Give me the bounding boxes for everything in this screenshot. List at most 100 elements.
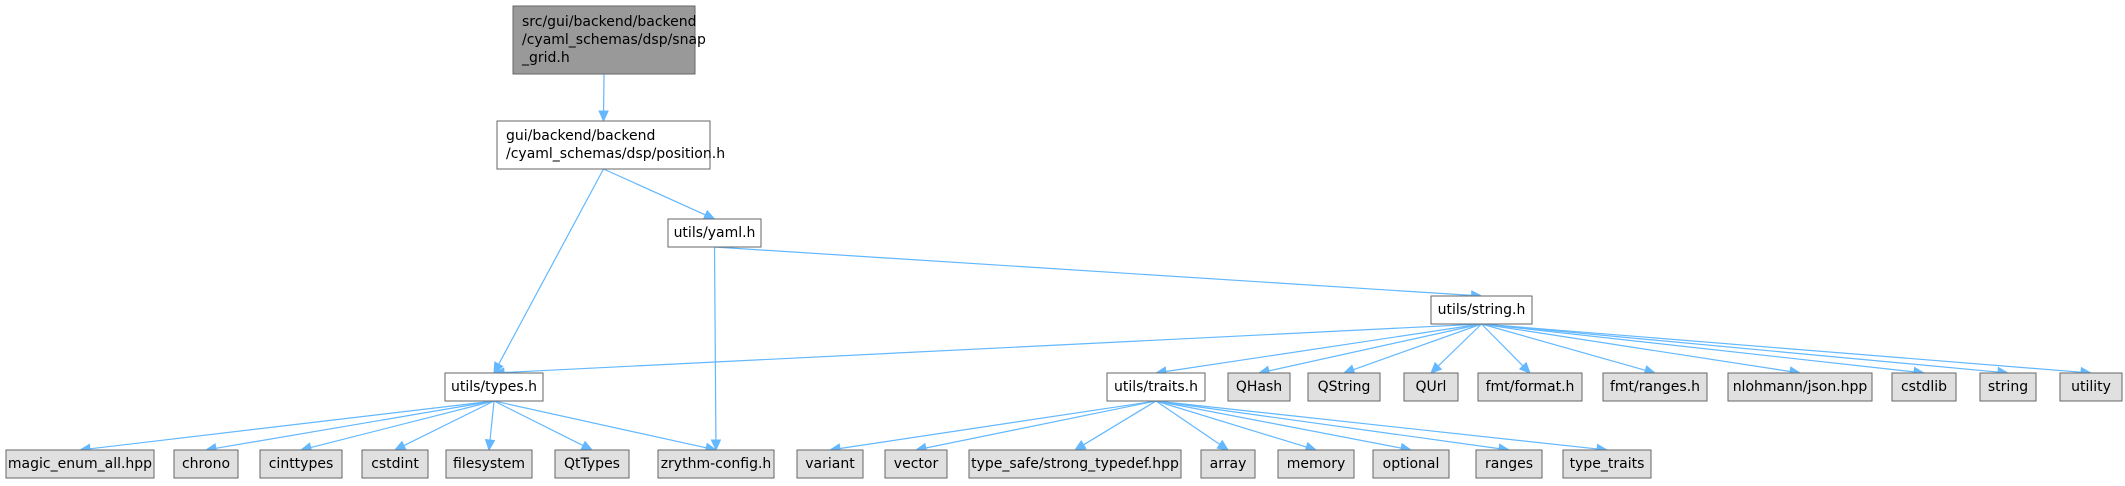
node-label-line: utils/string.h (1438, 302, 1526, 318)
node-string-std: string (1979, 372, 2037, 402)
edge-line (603, 168, 706, 216)
node-label-line: memory (1287, 456, 1346, 472)
edge-line (1268, 323, 1482, 372)
node-label-line: optional (1383, 456, 1440, 472)
node-cstdint: cstdint (361, 449, 429, 479)
node-filesystem: filesystem (445, 449, 533, 479)
node-label-line: QUrl (1416, 379, 1447, 395)
edge-line (1481, 323, 1999, 373)
node-label-line: chrono (182, 456, 230, 472)
edge-line (310, 400, 495, 449)
node-label-line: variant (805, 456, 855, 472)
edge-snap_grid-to-position (598, 73, 609, 123)
node-label-line: type_traits (1570, 456, 1645, 472)
edge-string-to-cstdlib (1481, 323, 1926, 378)
node-box (554, 449, 630, 479)
node-label-line: cstdlib (1901, 379, 1947, 395)
edge-line (1155, 400, 1307, 448)
edge-line (493, 400, 584, 447)
edge-types-to-zrythm_config (493, 400, 718, 453)
edge-types-to-qttypes (493, 400, 594, 451)
edge-arrowhead (484, 439, 496, 452)
node-label-line: cstdint (371, 456, 419, 472)
edge-yaml-to-zrythm_config (710, 246, 722, 452)
node-label-line: src/gui/backend/backend (522, 14, 697, 30)
edge-arrowhead (493, 361, 504, 375)
node-box (496, 120, 711, 170)
node-ranges: ranges (1475, 449, 1543, 479)
node-box (1602, 372, 1708, 402)
node-label-line: gui/backend/backend (506, 128, 655, 144)
node-position[interactable]: gui/backend/backend/cyaml_schemas/dsp/po… (496, 120, 725, 170)
node-string[interactable]: utils/string.h (1430, 295, 1533, 325)
node-label-line: QString (1318, 379, 1371, 395)
edge-line (1481, 323, 2082, 373)
node-box (1562, 449, 1652, 479)
node-label-line: array (1210, 456, 1247, 472)
node-qttypes: QtTypes (554, 449, 630, 479)
edge-line (1083, 400, 1157, 446)
edge-line (1165, 323, 1482, 373)
edge-line (714, 246, 1472, 296)
edge-arrowhead (393, 440, 407, 451)
node-magic-enum: magic_enum_all.hpp (5, 449, 155, 479)
node-snap-grid[interactable]: src/gui/backend/backend/cyaml_schemas/ds… (512, 5, 706, 75)
edge-line (1481, 323, 1646, 371)
edge-traits-to-ranges (1155, 400, 1511, 454)
node-box (259, 449, 343, 479)
node-box (173, 449, 239, 479)
node-label-line: vector (894, 456, 939, 472)
edge-types-to-magic_enum (78, 400, 495, 455)
node-yaml[interactable]: utils/yaml.h (667, 218, 762, 248)
node-box (1891, 372, 1957, 402)
edge-line (1481, 323, 1791, 373)
dependency-nodes: src/gui/backend/backend/cyaml_schemas/ds… (5, 5, 2123, 479)
node-box (361, 449, 429, 479)
node-traits[interactable]: utils/traits.h (1106, 372, 1206, 402)
edge-line (498, 168, 605, 365)
edge-arrowhead (580, 440, 594, 451)
edge-string-to-qurl (1430, 323, 1482, 374)
node-label-line: magic_enum_all.hpp (8, 456, 152, 472)
edge-line (1481, 323, 1524, 367)
edge-string-to-fmt_ranges (1481, 323, 1657, 376)
node-zrythm-config: zrythm-config.h (657, 449, 775, 479)
node-box (1200, 449, 1256, 479)
edge-string-to-fmt_format (1481, 323, 1531, 374)
node-box (1372, 449, 1450, 479)
edge-line (713, 246, 717, 441)
edge-line (839, 400, 1157, 450)
edge-string-to-string_std (1481, 323, 2010, 378)
edge-string-to-types (492, 323, 1482, 378)
node-optional: optional (1372, 449, 1450, 479)
edge-line (1481, 323, 1915, 373)
node-box (512, 5, 696, 75)
node-box (1106, 372, 1206, 402)
node-qurl: QUrl (1403, 372, 1459, 402)
edge-string-to-json (1481, 323, 1802, 377)
node-box (968, 449, 1182, 479)
node-box (444, 372, 544, 402)
node-box (1307, 372, 1381, 402)
edge-yaml-to-string (714, 246, 1483, 301)
node-box (5, 449, 155, 479)
edge-line (215, 400, 495, 449)
edge-string-to-qhash (1257, 323, 1482, 376)
edge-position-to-yaml (603, 168, 716, 220)
node-array: array (1200, 449, 1256, 479)
node-label-line: ranges (1485, 456, 1533, 472)
node-label-line: nlohmann/json.hpp (1733, 379, 1868, 395)
node-cinttypes: cinttypes (259, 449, 343, 479)
edge-line (89, 400, 495, 450)
edge-traits-to-memory (1155, 400, 1318, 452)
edge-line (493, 400, 707, 449)
node-label-line: type_safe/strong_typedef.hpp (971, 456, 1179, 472)
node-box (667, 218, 762, 248)
node-qhash: QHash (1227, 372, 1291, 402)
node-types[interactable]: utils/types.h (444, 372, 544, 402)
edge-line (503, 323, 1482, 374)
node-fmt-format: fmt/format.h (1477, 372, 1583, 402)
node-qstring: QString (1307, 372, 1381, 402)
edge-arrowhead (710, 439, 722, 452)
edge-traits-to-strong_typedef (1073, 400, 1157, 451)
